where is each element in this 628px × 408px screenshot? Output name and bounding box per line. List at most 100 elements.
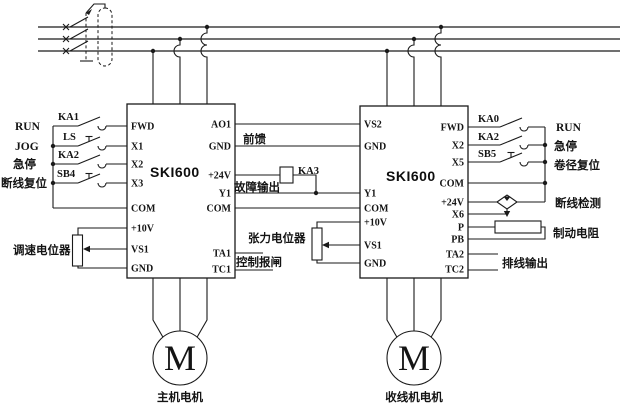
tension-potentiometer: 张力电位器 (248, 221, 360, 264)
switch-label: KA2 (478, 132, 499, 143)
potentiometer-body (311, 227, 323, 261)
row-label: 急停 (554, 139, 577, 153)
traverse-output-label: 排线输出 (502, 256, 548, 270)
pot-label: 调速电位器 (13, 243, 71, 257)
terminal-label: X6 (452, 210, 464, 221)
terminal-label: PB (451, 235, 464, 246)
junction-dot (542, 180, 548, 186)
actuator-t-icon (85, 172, 93, 179)
wiper-arrow-icon (83, 245, 90, 253)
fault-output-label: 故障输出 (234, 180, 280, 194)
terminal-label: P (458, 223, 464, 234)
terminal-label: AO1 (211, 120, 231, 131)
terminal-label: Y1 (364, 189, 376, 200)
terminal-label: GND (364, 259, 386, 270)
terminal-label: COM (364, 204, 389, 215)
switch-label: SB4 (57, 169, 76, 180)
terminal-label: X2 (452, 141, 464, 152)
switch-label: KA0 (478, 114, 499, 125)
row-label: RUN (556, 122, 582, 134)
left-input-switches: KA1 LS KA2 SB4 RUN JOG 急停 断线复位 (1, 112, 127, 209)
left-inverter-block (126, 103, 236, 279)
motor-circle (152, 330, 208, 386)
row-label: 断线复位 (1, 176, 47, 190)
resistor-body (494, 220, 542, 234)
motor-circle (386, 330, 442, 386)
terminal-label: +24V (441, 198, 465, 209)
left-inverter: SKI600 FWD X1 X2 X3 COM +10V VS1 GND AO1… (126, 103, 236, 279)
junction-dot (542, 159, 548, 165)
left-inverter-model: SKI600 (150, 164, 200, 180)
junction-dot (50, 180, 56, 186)
right-input-switches: KA0 KA2 SB5 RUN 急停 卷径复位 (468, 114, 600, 202)
breaker-contact-x-icon (62, 23, 70, 55)
relay-label: KA3 (298, 166, 319, 177)
left-inverter-left-terminals: FWD X1 X2 X3 COM +10V VS1 GND (131, 122, 156, 275)
left-supply-drops (152, 27, 208, 104)
terminal-label: COM (131, 204, 156, 215)
breaker-operator-icon (97, 7, 113, 67)
pot-label: 张力电位器 (248, 231, 306, 245)
left-inverter-right-terminals: AO1 GND +24V Y1 COM TA1 TC1 (207, 120, 232, 276)
switch-label: KA2 (58, 150, 79, 161)
braking-resistor: 制动电阻 (468, 220, 599, 240)
feedforward-label: 前馈 (243, 132, 266, 146)
speed-potentiometer: 调速电位器 (13, 227, 127, 269)
actuator-t-icon (85, 135, 93, 142)
terminal-label: COM (440, 179, 465, 190)
wire-break-detect-label: 断线检测 (555, 196, 601, 210)
breaker-arrow-icon (86, 9, 92, 15)
main-motor: M 主机电机 (152, 278, 208, 404)
motor-label: 收线机电机 (385, 390, 443, 404)
breaker-top-link (85, 3, 106, 14)
breaker-blades (69, 16, 89, 52)
terminal-label: X3 (131, 179, 143, 190)
terminal-label: VS2 (364, 120, 382, 131)
junction-dot (542, 142, 548, 148)
power-lines (38, 24, 620, 54)
junction-dot (50, 161, 56, 167)
terminal-label: Y1 (219, 189, 231, 200)
circuit-breaker (62, 3, 113, 67)
wire-break-sensor: 断线检测 (468, 194, 601, 217)
junction-dot (50, 143, 56, 149)
terminal-label: GND (364, 142, 386, 153)
terminal-label: FWD (441, 123, 464, 134)
brake-control-label: 控制报闸 (236, 255, 282, 269)
right-inverter: SKI600 VS2 GND Y1 COM +10V VS1 GND FWD X… (359, 105, 469, 279)
terminal-label: GND (209, 142, 231, 153)
terminal-label: +10V (131, 224, 155, 235)
terminal-label: TA1 (213, 249, 231, 260)
terminal-label: VS1 (364, 241, 382, 252)
terminal-label: +24V (208, 171, 232, 182)
traverse-output: 排线输出 (468, 253, 548, 271)
switch-label: SB5 (478, 149, 496, 160)
terminal-label: VS1 (131, 245, 149, 256)
terminal-label: GND (131, 264, 153, 275)
terminal-label: X1 (131, 142, 143, 153)
motor-symbol: M (164, 338, 196, 378)
right-inverter-left-terminals: VS2 GND Y1 COM +10V VS1 GND (364, 120, 389, 270)
sensor-mark-icon (503, 196, 511, 201)
right-inverter-block (359, 105, 469, 279)
terminal-label: COM (207, 204, 232, 215)
terminal-label: TC2 (445, 265, 464, 276)
actuator-t-icon (507, 151, 515, 158)
terminal-label: X2 (131, 160, 143, 171)
potentiometer-body (71, 234, 84, 267)
terminal-label: +10V (364, 218, 388, 229)
row-label: RUN (15, 121, 41, 133)
ka3-relay-coil (279, 166, 294, 184)
brake-resistor-label: 制动电阻 (553, 226, 599, 240)
motor-label: 主机电机 (157, 390, 203, 404)
right-supply-drops (386, 27, 442, 106)
wiper-arrow-icon (322, 241, 329, 249)
terminal-label: TA2 (446, 250, 464, 261)
winder-motor: M 收线机电机 (385, 278, 443, 404)
inverter-interconnects: 前馈 KA3 故障输出 控制报闸 (234, 123, 360, 271)
terminal-label: X5 (452, 158, 464, 169)
right-inverter-model: SKI600 (386, 168, 436, 184)
terminal-label: FWD (131, 122, 154, 133)
